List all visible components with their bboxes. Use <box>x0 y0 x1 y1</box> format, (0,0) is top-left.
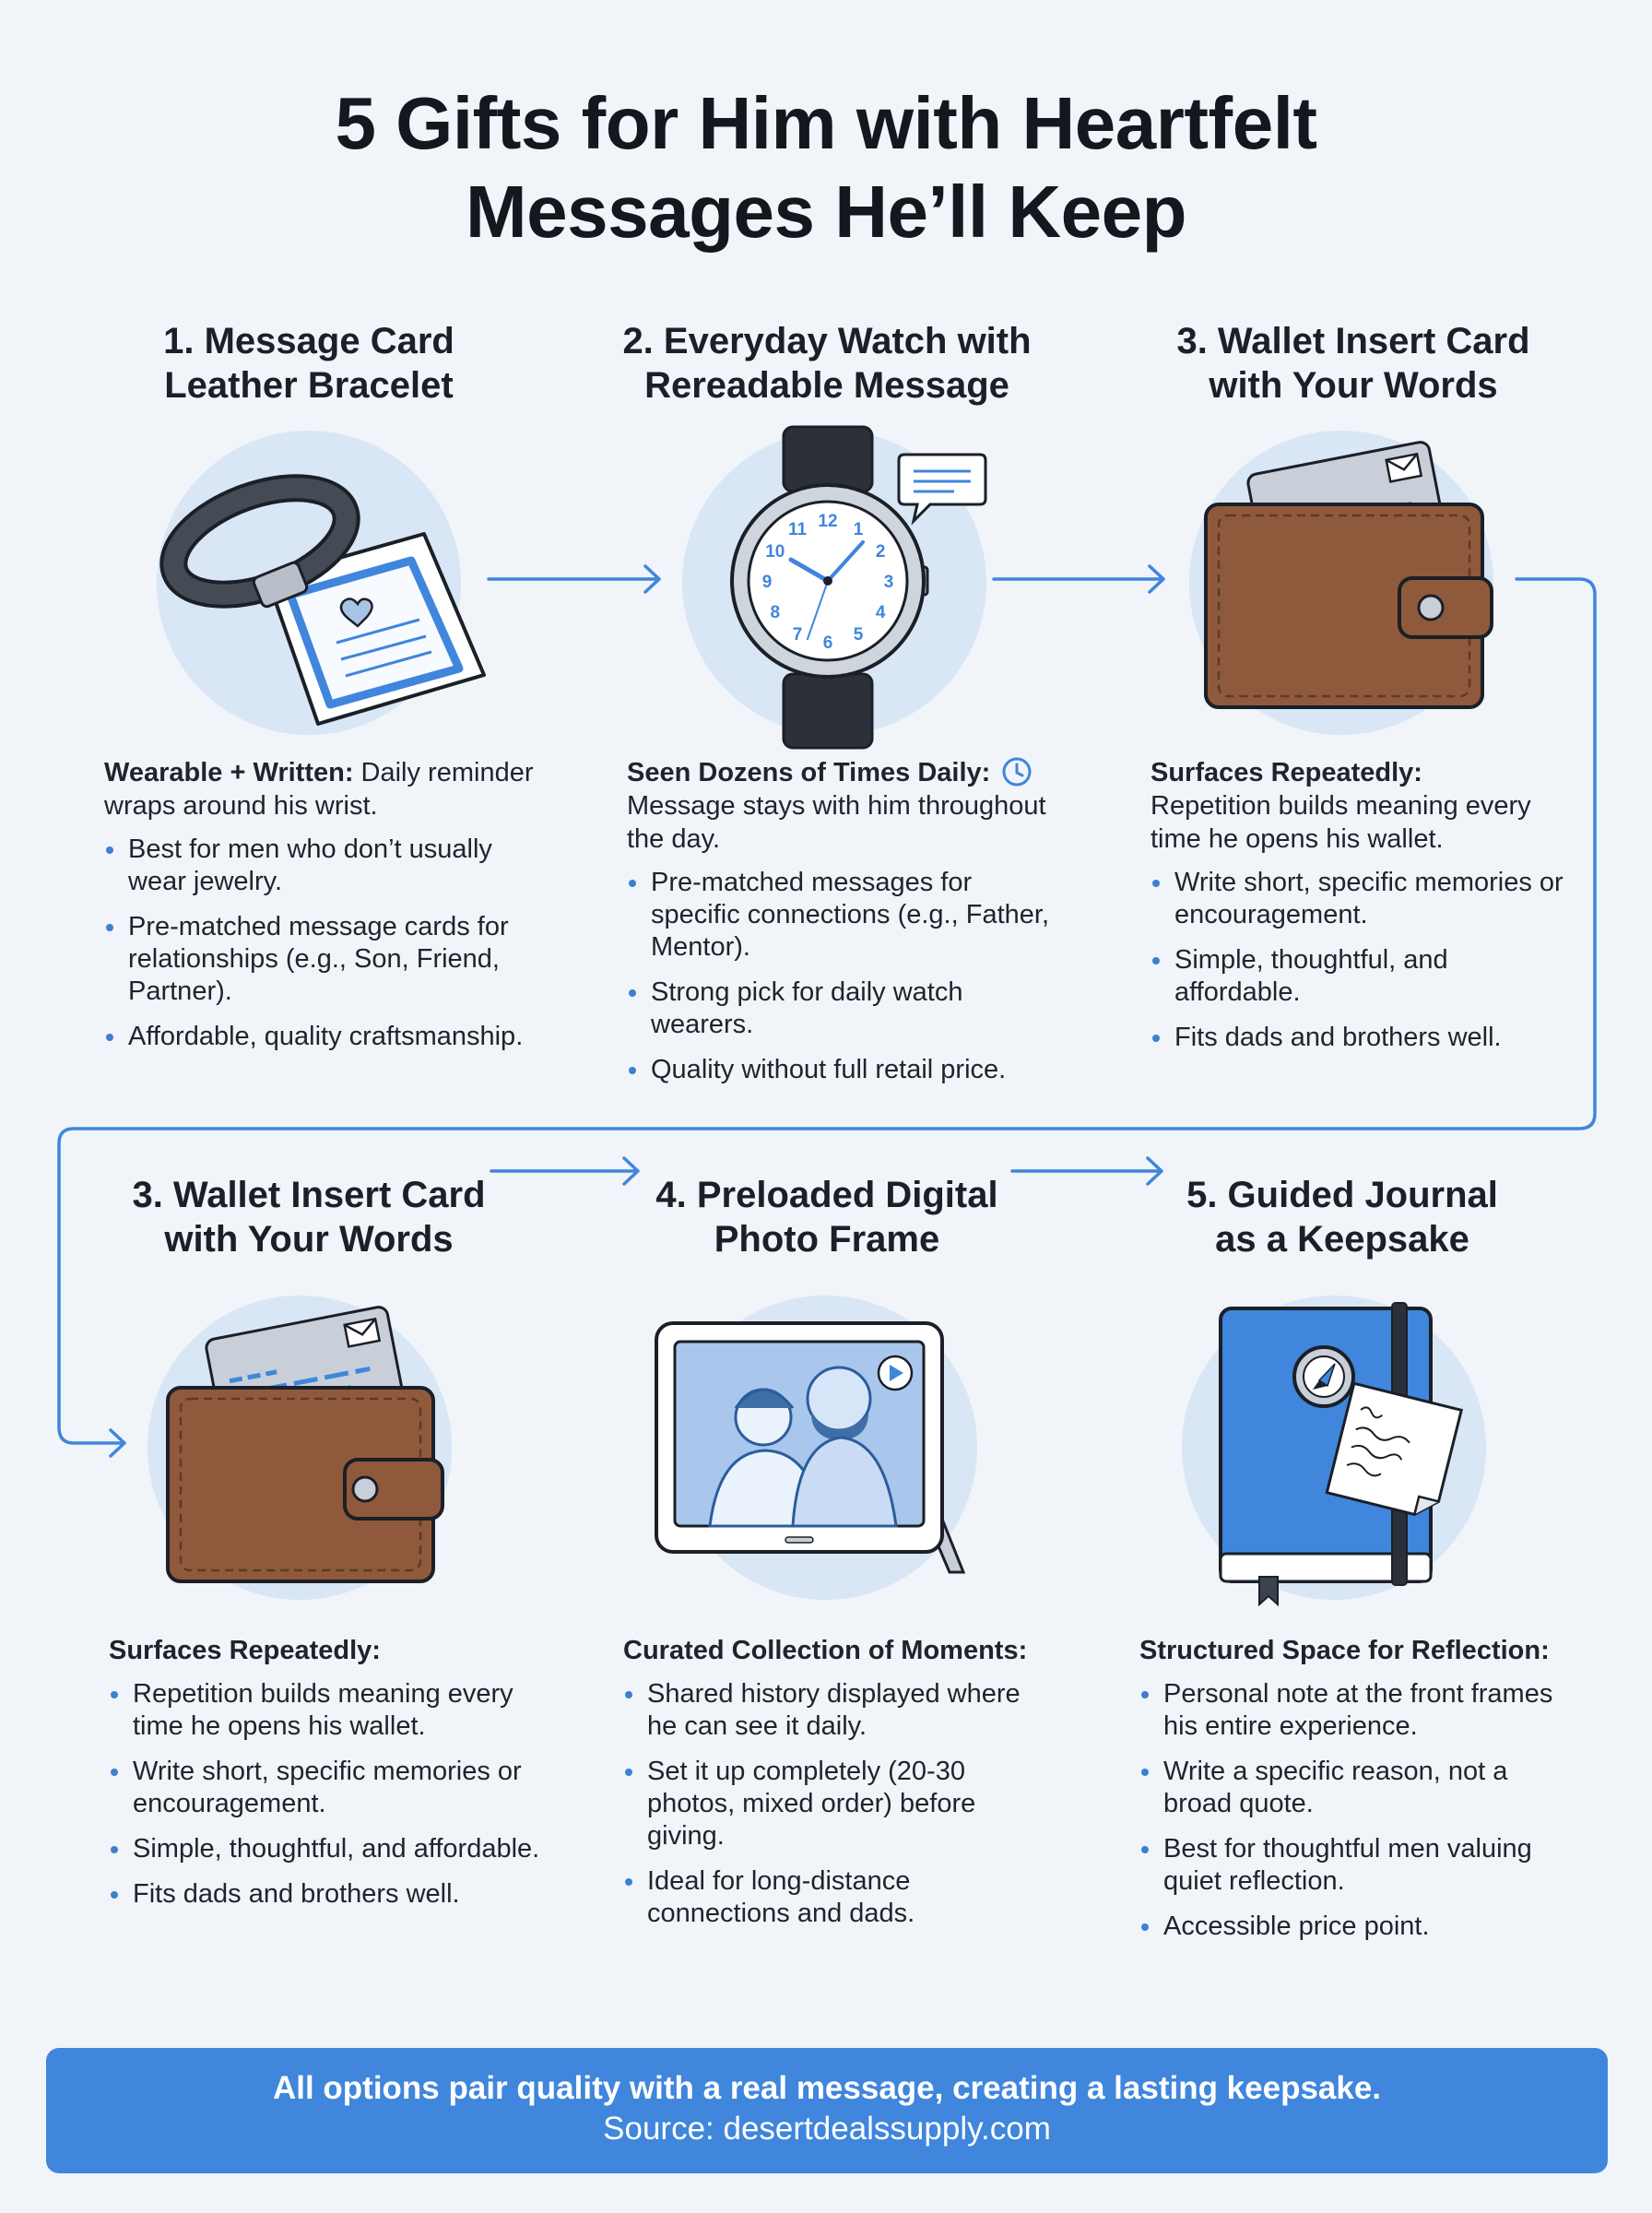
speech-bubble-icon <box>897 453 987 526</box>
watch-numeral: 4 <box>876 603 886 622</box>
bullet-list: Shared history displayed where he can se… <box>623 1678 1056 1930</box>
list-item: Fits dads and brothers well. <box>109 1878 542 1911</box>
card-wallet-insert-bottom: 3. Wallet Insert Card with Your Words <box>51 1173 567 1261</box>
bullet-list: Best for men who don’t usually wear jewe… <box>104 834 547 1053</box>
list-item: Accessible price point. <box>1139 1911 1573 1943</box>
watch-numeral: 5 <box>854 625 864 645</box>
bullet-list: Personal note at the front frames his en… <box>1139 1678 1573 1943</box>
watch-numeral: 3 <box>884 573 894 592</box>
list-item: Strong pick for daily watch wearers. <box>627 976 1060 1041</box>
illustration-circle <box>655 1296 977 1600</box>
card-title: 4. Preloaded Digital Photo Frame <box>655 1175 998 1260</box>
footer-source: Source: desertdealssupply.com <box>603 2111 1051 2147</box>
arrow-2-to-3 <box>992 564 1165 594</box>
list-item: Shared history displayed where he can se… <box>623 1678 1056 1743</box>
card-description: Surfaces Repeatedly:Repetition builds me… <box>1150 756 1565 1067</box>
list-item: Simple, thoughtful, and affordable. <box>1150 944 1565 1009</box>
watch-numeral: 6 <box>823 633 833 653</box>
arrow-5-to-6 <box>1010 1156 1163 1186</box>
list-item: Best for men who don’t usually wear jewe… <box>104 834 547 898</box>
clock-icon <box>1002 757 1032 787</box>
list-item: Set it up completely (20-30 photos, mixe… <box>623 1756 1056 1852</box>
page-title-line-2: Messages He’ll Keep <box>466 171 1186 253</box>
card-guided-journal: 5. Guided Journal as a Keepsake <box>1084 1173 1600 1261</box>
illustration-circle <box>1189 431 1493 735</box>
bullet-list: Repetition builds meaning every time he … <box>109 1678 542 1911</box>
wallet-icon <box>166 1306 444 1583</box>
card-leather-bracelet: 1. Message Card Leather Bracelet <box>51 319 567 408</box>
list-item: Pre-matched message cards for relationsh… <box>104 911 547 1008</box>
card-description: Structured Space for Reflection: Persona… <box>1139 1634 1573 1956</box>
list-item: Simple, thoughtful, and affordable. <box>109 1833 542 1865</box>
watch-numeral: 2 <box>876 542 886 562</box>
card-title: 3. Wallet Insert Card with Your Words <box>132 1175 486 1260</box>
arrow-4-to-5 <box>490 1156 640 1186</box>
illustration-circle <box>1182 1296 1486 1607</box>
watch-numeral: 9 <box>762 573 773 592</box>
illustration-circle <box>157 431 486 735</box>
watch-numeral: 1 <box>854 520 864 539</box>
list-item: Write short, specific memories or encour… <box>1150 867 1565 931</box>
card-title: 5. Guided Journal as a Keepsake <box>1186 1175 1498 1260</box>
footer-summary: All options pair quality with a real mes… <box>272 2070 1382 2106</box>
watch-numeral: 7 <box>793 625 803 645</box>
list-item: Best for thoughtful men valuing quiet re… <box>1139 1833 1573 1898</box>
arrow-row-wrap <box>57 577 1597 1458</box>
card-digital-photo-frame: 4. Preloaded Digital Photo Frame <box>569 1173 1085 1261</box>
bracelet-card-icon <box>159 474 486 726</box>
card-description: Curated Collection of Moments: Shared hi… <box>623 1634 1056 1943</box>
photo-frame-icon <box>655 1321 966 1574</box>
wallet-icon <box>1204 441 1493 709</box>
watch-numeral: 10 <box>765 542 785 562</box>
card-everyday-watch: 2. Everyday Watch with Rereadable Messag… <box>569 319 1085 408</box>
watch-numeral: 8 <box>771 603 781 622</box>
compass-icon <box>1292 1345 1355 1408</box>
list-item: Fits dads and brothers well. <box>1150 1022 1565 1054</box>
list-item: Write a specific reason, not a broad quo… <box>1139 1756 1573 1820</box>
card-description: Wearable + Written: Daily reminder wraps… <box>104 756 547 1066</box>
list-item: Affordable, quality craftsmanship. <box>104 1021 547 1053</box>
journal-icon <box>1219 1302 1464 1607</box>
list-item: Pre-matched messages for specific connec… <box>627 867 1060 964</box>
list-item: Repetition builds meaning every time he … <box>109 1678 542 1743</box>
page-title: 5 Gifts for Him with Heartfelt Messages … <box>0 79 1652 256</box>
card-wallet-insert-top: 3. Wallet Insert Card with Your Words <box>1095 319 1611 408</box>
card-title: 1. Message Card Leather Bracelet <box>163 321 454 406</box>
list-item: Write short, specific memories or encour… <box>109 1756 542 1820</box>
bullet-list: Write short, specific memories or encour… <box>1150 867 1565 1054</box>
watch-numeral: 11 <box>788 520 808 539</box>
bullet-list: Pre-matched messages for specific connec… <box>627 867 1060 1086</box>
card-title: 2. Everyday Watch with Rereadable Messag… <box>622 321 1032 406</box>
watch-numeral: 12 <box>818 512 837 531</box>
illustration-circle <box>148 1296 452 1600</box>
page-title-line-1: 5 Gifts for Him with Heartfelt <box>335 82 1317 164</box>
list-item: Ideal for long-distance connections and … <box>623 1865 1056 1930</box>
card-title: 3. Wallet Insert Card with Your Words <box>1176 321 1530 406</box>
list-item: Personal note at the front frames his en… <box>1139 1678 1573 1743</box>
card-description: Surfaces Repeatedly: Repetition builds m… <box>109 1634 542 1923</box>
arrow-1-to-2 <box>487 564 661 594</box>
list-item: Quality without full retail price. <box>627 1054 1060 1086</box>
footer-banner: All options pair quality with a real mes… <box>46 2048 1608 2173</box>
note-icon <box>1325 1381 1464 1517</box>
card-description: Seen Dozens of Times Daily: Message stay… <box>627 756 1060 1099</box>
